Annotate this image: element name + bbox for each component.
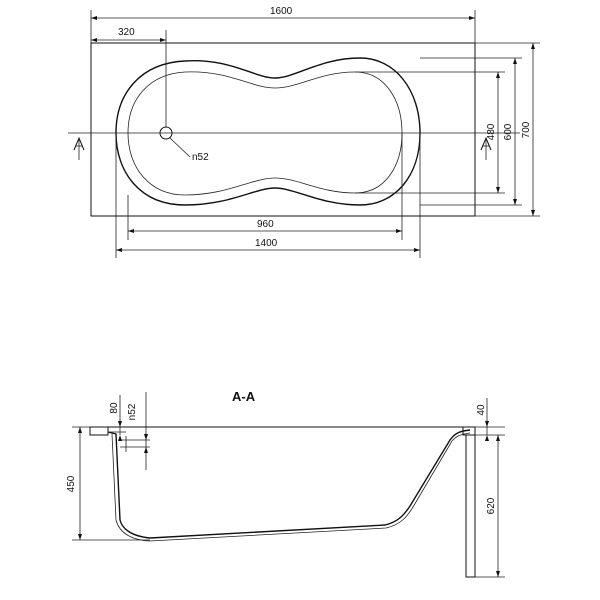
svg-text:620: 620 <box>486 497 497 514</box>
dim-drain-offset: 320 <box>91 27 167 127</box>
svg-text:40: 40 <box>476 404 487 416</box>
tub-profile <box>107 429 471 539</box>
section-title: A-A <box>232 389 256 404</box>
drain-label: n52 <box>192 152 209 163</box>
svg-text:320: 320 <box>118 27 135 38</box>
dim-bottom-width: 480 <box>355 71 505 194</box>
svg-text:450: 450 <box>66 475 77 492</box>
svg-text:960: 960 <box>257 219 274 230</box>
svg-text:n52: n52 <box>127 403 138 420</box>
section-marker-right: A <box>480 136 492 160</box>
dim-panel-top: 40 <box>475 398 505 441</box>
svg-text:1400: 1400 <box>255 238 278 249</box>
dim-drain: n52 <box>127 392 148 470</box>
rim-lip-left <box>89 426 109 436</box>
drain-leader <box>169 137 191 158</box>
svg-text:700: 700 <box>521 121 532 138</box>
dim-total-width: 700 <box>475 42 540 217</box>
section-view: A-A 450 80 <box>66 389 505 578</box>
svg-text:600: 600 <box>503 123 514 140</box>
tub-bowl-outer-outline <box>115 57 421 206</box>
dim-rim: 80 <box>108 395 126 441</box>
dim-bottom-length: 960 <box>127 133 403 240</box>
drain-detail <box>120 436 150 452</box>
tub-outer-rim <box>90 42 476 217</box>
tub-profile-inner <box>111 432 471 542</box>
tub-bowl-inner-outline <box>127 71 403 196</box>
dim-total-length: 1600 <box>90 6 476 43</box>
dim-height: 450 <box>66 426 150 541</box>
section-marker-left: A <box>73 136 85 160</box>
dim-inner-length: 1400 <box>115 133 421 258</box>
dim-inner-width: 600 <box>420 57 522 206</box>
svg-text:80: 80 <box>109 402 120 414</box>
svg-text:1600: 1600 <box>270 6 293 17</box>
apron-panel <box>465 434 476 578</box>
svg-text:480: 480 <box>486 123 497 140</box>
plan-view: n52 A A 1600 320 <box>68 6 540 258</box>
dim-panel-height: 620 <box>475 435 505 578</box>
